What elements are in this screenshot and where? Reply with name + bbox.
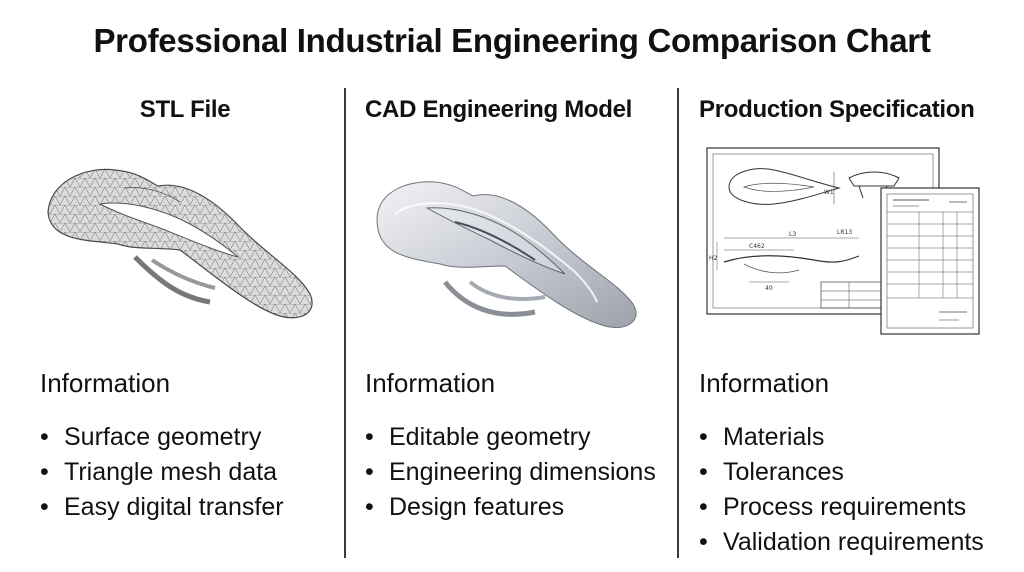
list-item: Triangle mesh data: [40, 455, 284, 490]
dimension-label: W1: [824, 189, 834, 196]
info-heading: Information: [40, 368, 171, 398]
info-list: Materials Tolerances Process requirement…: [699, 420, 984, 560]
column-heading: STL File: [139, 96, 231, 123]
column-divider-1: [344, 88, 346, 558]
list-item: Surface geometry: [40, 420, 284, 455]
dimension-label: 40: [765, 285, 773, 292]
column-cad-model: CAD Engineering Model Information Editab…: [365, 90, 660, 570]
info-list: Editable geometry Engineering dimensions…: [365, 420, 656, 525]
dimension-label: C462: [749, 243, 765, 250]
info-heading: Information: [699, 368, 830, 398]
column-stl-file: STL File Information Surface geometry Tr…: [40, 90, 330, 570]
technical-drawing-illustration: L3 C462 40 H2 W1 LR13: [706, 147, 980, 335]
list-item: Editable geometry: [365, 420, 656, 455]
info-list: Surface geometry Triangle mesh data Easy…: [40, 420, 284, 525]
dimension-label: L3: [789, 231, 796, 238]
list-item: Tolerances: [699, 455, 984, 490]
stl-saddle-mesh-illustration: [47, 168, 313, 319]
column-production-spec: Production Specification L3 C462 40 H2 W…: [699, 90, 1009, 570]
list-item: Validation requirements: [699, 525, 984, 560]
list-item: Materials: [699, 420, 984, 455]
column-heading: Production Specification: [699, 96, 975, 123]
list-item: Design features: [365, 490, 656, 525]
dimension-label: H2: [709, 255, 718, 262]
column-heading: CAD Engineering Model: [365, 96, 633, 123]
column-divider-2: [677, 88, 679, 558]
list-item: Process requirements: [699, 490, 984, 525]
cad-saddle-illustration: [376, 181, 637, 328]
page-title: Professional Industrial Engineering Comp…: [93, 22, 931, 59]
info-heading: Information: [365, 368, 496, 398]
list-item: Engineering dimensions: [365, 455, 656, 490]
dimension-label: LR13: [837, 229, 852, 236]
list-item: Easy digital transfer: [40, 490, 284, 525]
